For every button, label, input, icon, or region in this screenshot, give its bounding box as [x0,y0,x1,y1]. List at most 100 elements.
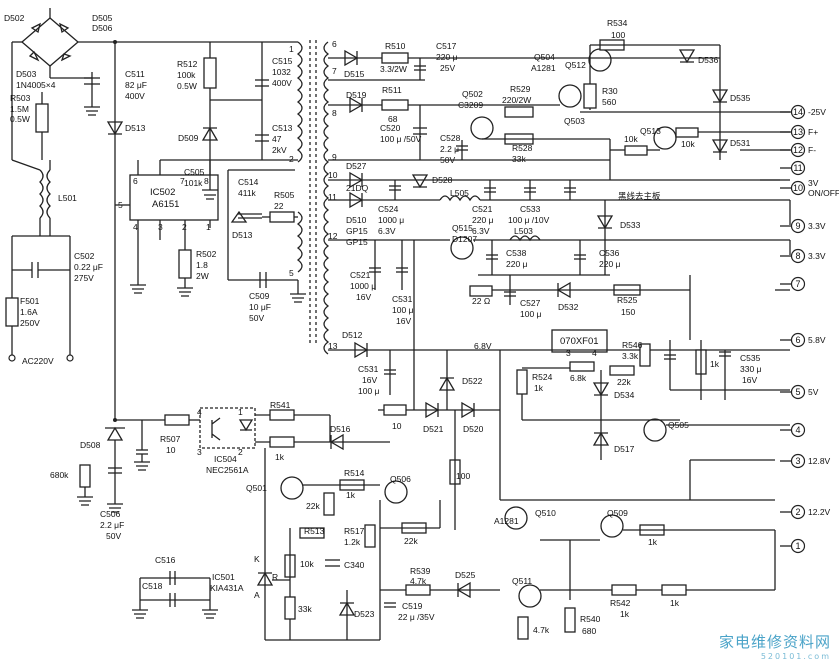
label-R517-value: 1.2k [344,537,361,547]
connector-pin-number-1: 1 [795,541,800,551]
tx-pin-9: 9 [332,152,337,162]
ic070-pin-3: 3 [566,348,571,358]
connector-pin-number-2: 2 [795,507,800,517]
watermark-sub: 520101.com [760,652,831,661]
label-R22k-a: 22k [306,501,320,511]
label-C521-a: C521 [472,204,493,214]
label-Q504-value: A1281 [531,63,556,73]
connector-pin-label-6: 5.8V [808,335,826,345]
label-D503-value: 1N4005×4 [16,80,56,90]
label-C515-value2: 400V [272,78,292,88]
ic501-pin-K: K [254,554,260,564]
ic502-pin-1: 1 [206,222,211,232]
label-D522: D522 [462,376,483,386]
tx-pin-2: 2 [289,154,294,164]
label-C515: C515 [272,56,293,66]
connector-pin-3 [790,453,806,469]
optocoupler-IC504 [199,407,256,449]
resistor-1k-a [269,436,295,448]
label-D508: D508 [80,440,101,450]
resistor-R512 [203,57,217,89]
resistor-680k [79,464,91,488]
label-IC501: IC501 [212,572,235,582]
label-D515: D515 [344,69,365,79]
label-C524: C524 [378,204,399,214]
label-C518: C518 [142,581,163,591]
label-Q511: Q511 [512,576,532,586]
label-D510-value: GP15 [346,226,368,236]
connector-pin-label-8: 3.3V [808,251,826,261]
label-D516: D516 [330,424,351,434]
connector-pin-number-14: 14 [793,107,803,117]
label-R100: 100 [456,471,470,481]
transistor-Q504 [558,84,582,108]
label-R529: R529 [510,84,531,94]
label-R539-value: 4.7k [410,576,427,586]
label-R542-value: 1k [620,609,630,619]
label-D503: D503 [16,69,37,79]
transformer-primary [296,40,317,345]
label-C517: C517 [436,41,457,51]
tx-pin-6: 6 [332,39,337,49]
label-C528: C528 [440,133,461,143]
connector-pin-6 [790,332,806,348]
connector-pin-number-3: 3 [795,456,800,466]
label-C531-b-value2: 100 μ [358,386,380,396]
tx-pin-7: 7 [332,66,337,76]
connector-pin-label-12: F- [808,145,816,155]
label-R4.7k: 4.7k [533,625,550,635]
fuse-F501 [5,297,19,327]
label-C514-value: 411k [238,188,257,198]
label-R524-value: 1k [534,383,544,393]
ic502-pin-4: 4 [133,222,138,232]
label-R10: 10 [392,421,402,431]
label-C509: C509 [249,291,270,301]
label-C527: C527 [520,298,541,308]
label-D510-row12: GP15 [346,237,368,247]
resistor-R546 [639,343,651,367]
label-R1k-b: 1k [648,537,658,547]
label-R517: R517 [344,526,365,536]
label-C502: C502 [74,251,95,261]
label-R525-value: 150 [621,307,635,317]
resistor-22k-b [323,492,335,516]
transistor-Q512 [588,48,612,72]
label-C511-value2: 400V [125,91,145,101]
connector-pin-13 [790,124,806,140]
label-R505-value: 22 [274,201,284,211]
connector-pin-11 [790,160,806,176]
transistor-Q506 [384,480,408,504]
resistor-R503 [35,103,49,133]
label-R513: R513 [304,526,325,536]
label-R503: R503 [10,93,31,103]
label-C505: C505 [184,167,205,177]
resistor-R529 [504,106,534,118]
label-C516: C516 [155,555,176,565]
resistor-R513 [299,527,325,539]
connector-pin-number-12: 12 [793,145,803,155]
label-Q503: Q503 [564,116,585,126]
resistor-10ohm [383,404,407,416]
connector-pin-number-8: 8 [795,251,800,261]
label-R1k-c: 1k [670,598,680,608]
label-Q513: Q513 [640,126,661,136]
connector-pin-number-13: 13 [793,127,803,137]
label-Q504: Q504 [534,52,555,62]
label-R10k-c: 10k [300,559,314,569]
label-D525: D525 [455,570,476,580]
opto-pin-1: 1 [238,407,243,417]
label-Q510: Q510 [535,508,556,518]
label-D517: D517 [614,444,635,454]
label-C531-b-value1: 16V [362,375,377,385]
label-R503-value2: 0.5W [10,114,30,124]
connector-pin-number-5: 5 [795,387,800,397]
label-R22k-b: 22k [404,536,418,546]
label-C535-value1: 330 μ [740,364,762,374]
label-C536: C536 [599,248,620,258]
bridge-rectifier [11,8,115,160]
label-D506: D506 [92,23,113,33]
connector-pin-number-10: 10 [793,183,803,193]
label-R30: R30 [602,86,618,96]
